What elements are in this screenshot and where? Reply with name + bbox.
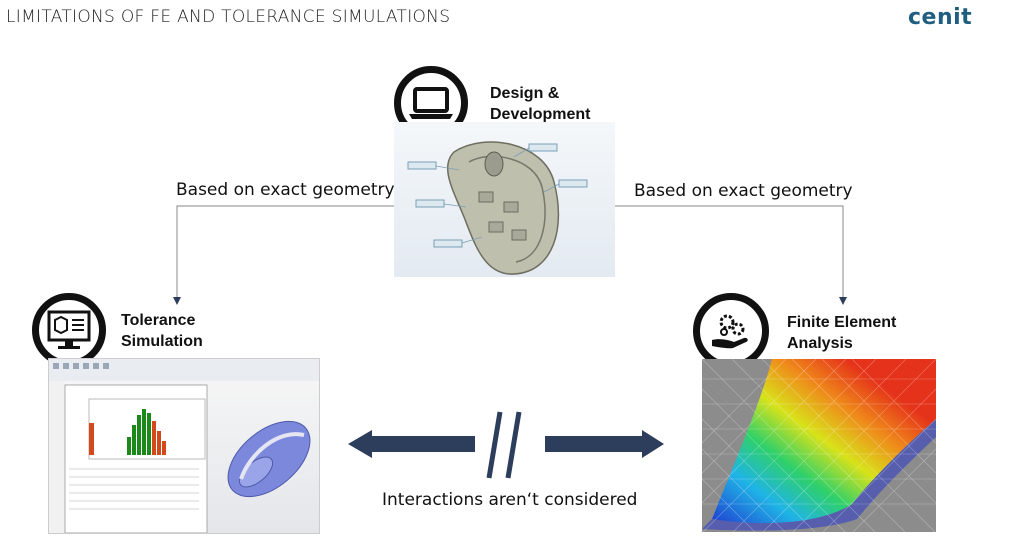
tolerance-label-line1: Tolerance — [121, 312, 196, 329]
connector-right — [615, 205, 844, 300]
fea-heatmap-image — [702, 359, 936, 532]
arrowhead-right — [839, 297, 847, 305]
design-label-line1: Design & — [490, 85, 560, 102]
big-arrow-right — [545, 430, 664, 458]
tolerance-label-line2: Simulation — [121, 333, 203, 350]
tolerance-label: Tolerance Simulation — [121, 310, 203, 352]
fea-label-line2: Analysis — [787, 335, 853, 352]
big-arrow-left — [348, 430, 475, 458]
hand-gears-icon — [693, 293, 769, 369]
slash-1 — [486, 411, 503, 479]
design-label: Design & Development — [490, 83, 590, 125]
right-edge-label: Based on exact geometry — [634, 181, 853, 201]
left-edge-label: Based on exact geometry — [176, 180, 395, 200]
cad-mouse-image — [394, 122, 615, 277]
connector-left — [176, 205, 395, 300]
page-title: LIMITATIONS OF FE AND TOLERANCE SIMULATI… — [6, 7, 451, 27]
arrowhead-left — [173, 297, 181, 305]
design-label-line2: Development — [490, 106, 591, 123]
bottom-edge-label: Interactions aren‘t considered — [382, 490, 638, 510]
fea-label: Finite Element Analysis — [787, 312, 896, 354]
tolerance-software-image — [48, 358, 320, 534]
fea-label-line1: Finite Element — [787, 314, 897, 331]
slash-2 — [505, 411, 522, 479]
monitor-analysis-icon — [32, 293, 106, 367]
cenit-logo: cenit — [908, 5, 973, 30]
